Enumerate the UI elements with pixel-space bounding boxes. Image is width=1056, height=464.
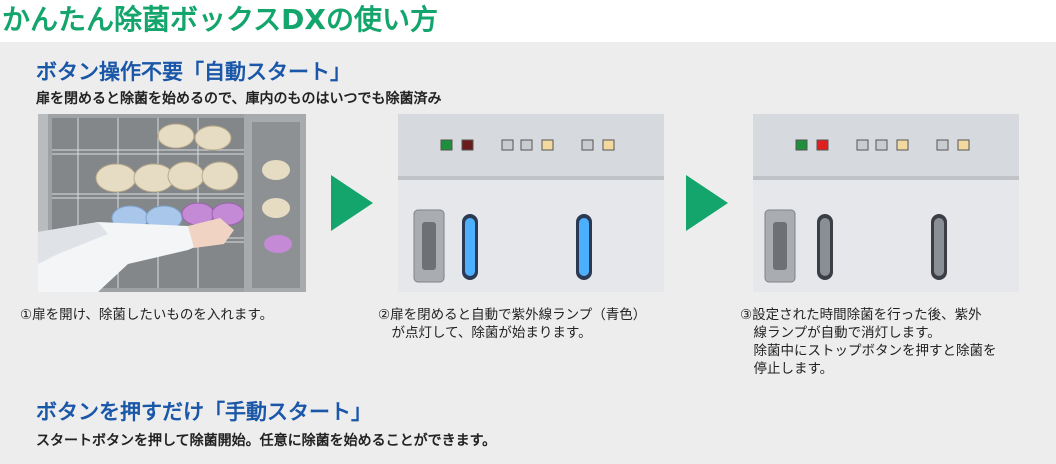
arrow-right-icon bbox=[686, 175, 728, 231]
arrow-right-icon bbox=[331, 175, 373, 231]
caption-line: 除菌中にストップボタンを押すと除菌を bbox=[740, 343, 997, 359]
caption-line: 停止します。 bbox=[740, 361, 834, 377]
uv-lamp-on-illustration bbox=[398, 114, 664, 292]
page-title: かんたん除菌ボックスDXの使い方 bbox=[2, 3, 438, 36]
section-heading-auto-start: ボタン操作不要「自動スタート」 bbox=[36, 60, 351, 84]
step-2-caption: ②扉を閉めると自動で紫外線ランプ（青色） が点灯して、除菌が始まります。 bbox=[378, 306, 646, 342]
caption-line: ①扉を開け、除菌したいものを入れます。 bbox=[20, 307, 274, 323]
photo-uv-lamp-on bbox=[398, 114, 664, 292]
caption-line: 線ランプが自動で消灯します。 bbox=[740, 325, 941, 341]
photo-uv-lamp-off bbox=[753, 114, 1019, 292]
section-heading-manual-start: ボタンを押すだけ「手動スタート」 bbox=[36, 400, 372, 424]
uv-lamp-off-illustration bbox=[753, 114, 1019, 292]
step-1-caption: ①扉を開け、除菌したいものを入れます。 bbox=[20, 306, 273, 324]
photo-open-box bbox=[38, 114, 306, 292]
caption-line: ③設定された時間除菌を行った後、紫外 bbox=[740, 307, 982, 323]
caption-line: ②扉を閉めると自動で紫外線ランプ（青色） bbox=[378, 307, 647, 323]
open-box-illustration bbox=[38, 114, 306, 292]
step-3-caption: ③設定された時間除菌を行った後、紫外 線ランプが自動で消灯します。 除菌中にスト… bbox=[740, 306, 997, 378]
section-description-manual-start: スタートボタンを押して除菌開始。任意に除菌を始めることができます。 bbox=[36, 433, 497, 449]
section-description-auto-start: 扉を閉めると除菌を始めるので、庫内のものはいつでも除菌済み bbox=[36, 91, 442, 107]
caption-line: が点灯して、除菌が始まります。 bbox=[378, 325, 592, 341]
